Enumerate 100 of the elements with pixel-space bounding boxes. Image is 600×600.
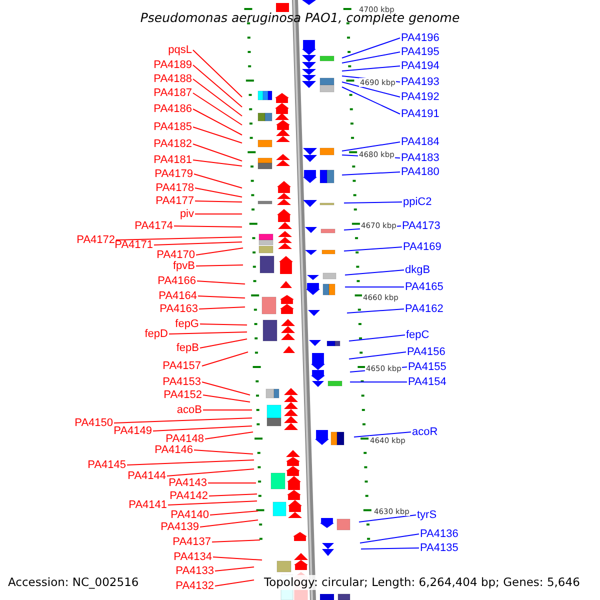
leader-line xyxy=(194,450,254,454)
gene-label: PA4135 xyxy=(420,542,458,554)
leader-line xyxy=(208,482,256,484)
gene-label: PA4152 xyxy=(164,388,202,402)
leader-line xyxy=(168,332,248,334)
leader-line xyxy=(192,108,242,136)
gene-label: PA4174 xyxy=(134,220,173,232)
gene-label: PA4133 xyxy=(176,564,214,578)
gene-label: PA4192 xyxy=(401,90,440,104)
leader-line xyxy=(126,460,254,466)
leader-line xyxy=(342,142,400,152)
gene-label: acoB xyxy=(176,404,202,416)
gene-label: PA4153 xyxy=(162,376,201,388)
leader-line xyxy=(166,468,254,476)
leader-line xyxy=(198,306,246,310)
leader-line xyxy=(168,500,258,506)
gene-label: PA4173 xyxy=(402,220,440,232)
leader-line xyxy=(202,394,250,402)
leader-line xyxy=(196,264,244,266)
leader-line xyxy=(342,38,400,58)
leader-line xyxy=(200,520,258,528)
gene-label: fepB xyxy=(176,342,199,354)
gene-label: PA4185 xyxy=(154,120,192,134)
gene-label: PA4179 xyxy=(154,168,193,180)
leader-line xyxy=(344,202,402,204)
gene-label: PA4141 xyxy=(128,498,167,512)
gene-label: PA4149 xyxy=(114,424,152,438)
gene-label: PA4154 xyxy=(408,376,446,388)
leader-line xyxy=(194,200,242,202)
leader-line xyxy=(210,510,258,516)
gene-label: PA4180 xyxy=(401,166,440,178)
leader-line xyxy=(342,172,400,176)
gene-label: PA4195 xyxy=(401,46,440,58)
leader-line xyxy=(192,160,242,166)
gene-label: PA4144 xyxy=(128,470,166,482)
leader-line xyxy=(192,78,242,116)
genome-info-label: Topology: circular; Length: 6,264,404 bp; Genes: 5,646 xyxy=(264,574,580,590)
leader-line xyxy=(204,432,254,440)
gene-label: PA4164 xyxy=(158,290,197,302)
gene-label: PA4156 xyxy=(407,346,446,358)
gene-label: PA4157 xyxy=(162,360,201,372)
accession-label: Accession: NC_002516 xyxy=(8,574,139,590)
leader-line xyxy=(192,64,242,108)
gene-label: PA4142 xyxy=(170,490,208,502)
gene-label: dkgB xyxy=(405,264,430,276)
leader-line xyxy=(196,280,246,284)
leader-line xyxy=(154,242,242,246)
leader-line xyxy=(358,514,416,522)
leader-line xyxy=(200,338,248,348)
gene-label: PA4139 xyxy=(160,520,199,534)
leader-line xyxy=(342,86,400,114)
gene-label: PA4155 xyxy=(408,360,446,374)
leader-line xyxy=(196,248,244,256)
leader-line xyxy=(174,226,242,228)
leader-line xyxy=(342,66,400,72)
gene-label: PA4191 xyxy=(401,108,440,120)
gene-label: PA4189 xyxy=(154,58,192,72)
leader-line xyxy=(194,174,242,188)
gene-label: PA4132 xyxy=(176,580,214,592)
gene-label: PA4193 xyxy=(401,76,440,88)
gene-label: PA4187 xyxy=(154,86,192,100)
gene-label: PA4178 xyxy=(156,182,194,194)
gene-label: PA4188 xyxy=(154,72,192,86)
gene-label: PA4171 xyxy=(114,238,153,252)
gene-label: PA4148 xyxy=(166,432,204,446)
gene-label: PA4194 xyxy=(401,60,440,72)
gene-label: PA4165 xyxy=(405,280,444,294)
gene-label: PA4140 xyxy=(170,508,209,522)
leader-line xyxy=(202,382,250,396)
gene-label: PA4137 xyxy=(172,536,211,548)
gene-label: tyrS xyxy=(417,508,437,522)
gene-label: fpvB xyxy=(172,260,195,272)
leader-line xyxy=(348,352,406,360)
gene-label: PA4145 xyxy=(88,458,126,472)
gene-label: PA4172 xyxy=(76,234,115,246)
gene-label: PA4134 xyxy=(174,550,212,564)
leader-line xyxy=(344,270,404,276)
leader-line xyxy=(192,144,242,162)
leader-line xyxy=(360,548,420,550)
gene-label: PA4150 xyxy=(74,416,113,430)
leader-line xyxy=(192,92,242,126)
gene-label: PA4181 xyxy=(154,154,192,166)
leader-line xyxy=(214,566,254,572)
gene-label: PA4182 xyxy=(154,138,192,150)
leader-line xyxy=(192,126,242,144)
leader-line xyxy=(114,418,252,424)
leader-line xyxy=(354,432,412,438)
gene-label: acoR xyxy=(412,426,438,438)
gene-label: PA4170 xyxy=(156,248,195,262)
gene-label: PA4163 xyxy=(160,302,198,316)
leader-line xyxy=(200,324,248,326)
gene-label: fepD xyxy=(144,328,168,340)
leader-line xyxy=(194,188,242,198)
leader-line xyxy=(344,286,404,288)
leader-line xyxy=(202,352,248,366)
gene-label: ppiC2 xyxy=(403,196,432,208)
gene-label: PA4186 xyxy=(154,102,192,116)
leader-line xyxy=(346,308,404,314)
leader-line xyxy=(192,50,242,98)
gene-label: PA4184 xyxy=(401,136,440,148)
